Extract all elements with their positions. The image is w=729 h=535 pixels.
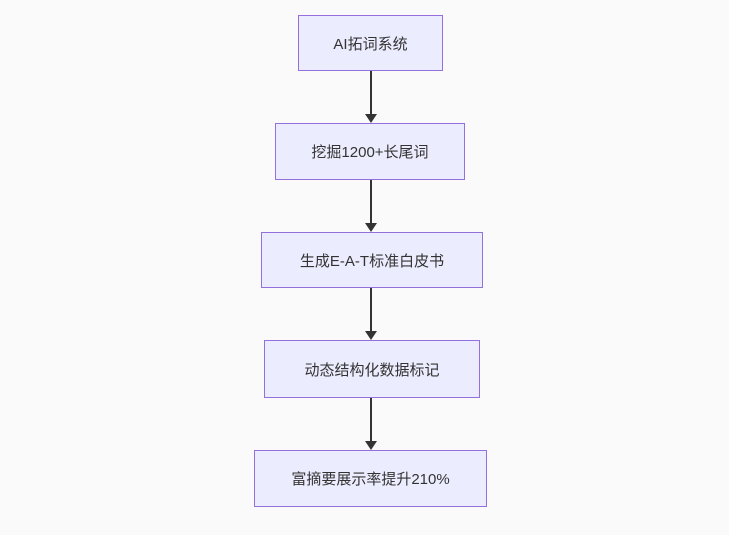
arrow-down-icon <box>365 441 377 450</box>
flow-node-ai-word-expansion: AI拓词系统 <box>298 15 443 71</box>
flow-arrow-1 <box>364 71 378 123</box>
flow-node-label: 富摘要展示率提升210% <box>291 471 450 488</box>
flow-node-structured-data-markup: 动态结构化数据标记 <box>264 340 480 398</box>
flow-node-label: AI拓词系统 <box>333 35 408 53</box>
arrow-down-icon <box>365 223 377 232</box>
arrow-down-icon <box>365 114 377 123</box>
arrow-line <box>370 180 372 225</box>
flow-arrow-4 <box>364 398 378 450</box>
flow-arrow-2 <box>364 180 378 232</box>
arrow-line <box>370 288 372 333</box>
arrow-line <box>370 71 372 116</box>
flow-arrow-3 <box>364 288 378 340</box>
flow-node-label: 生成E-A-T标准白皮书 <box>299 252 445 270</box>
flow-node-longtail-mining: 挖掘1200+长尾词 <box>275 123 465 180</box>
arrow-down-icon <box>365 331 377 340</box>
flow-node-label: 挖掘1200+长尾词 <box>311 144 429 161</box>
flow-node-label: 动态结构化数据标记 <box>304 361 440 379</box>
arrow-line <box>370 398 372 443</box>
flow-node-eat-whitepaper: 生成E-A-T标准白皮书 <box>261 232 483 288</box>
flow-node-rich-snippet-result: 富摘要展示率提升210% <box>254 450 487 507</box>
